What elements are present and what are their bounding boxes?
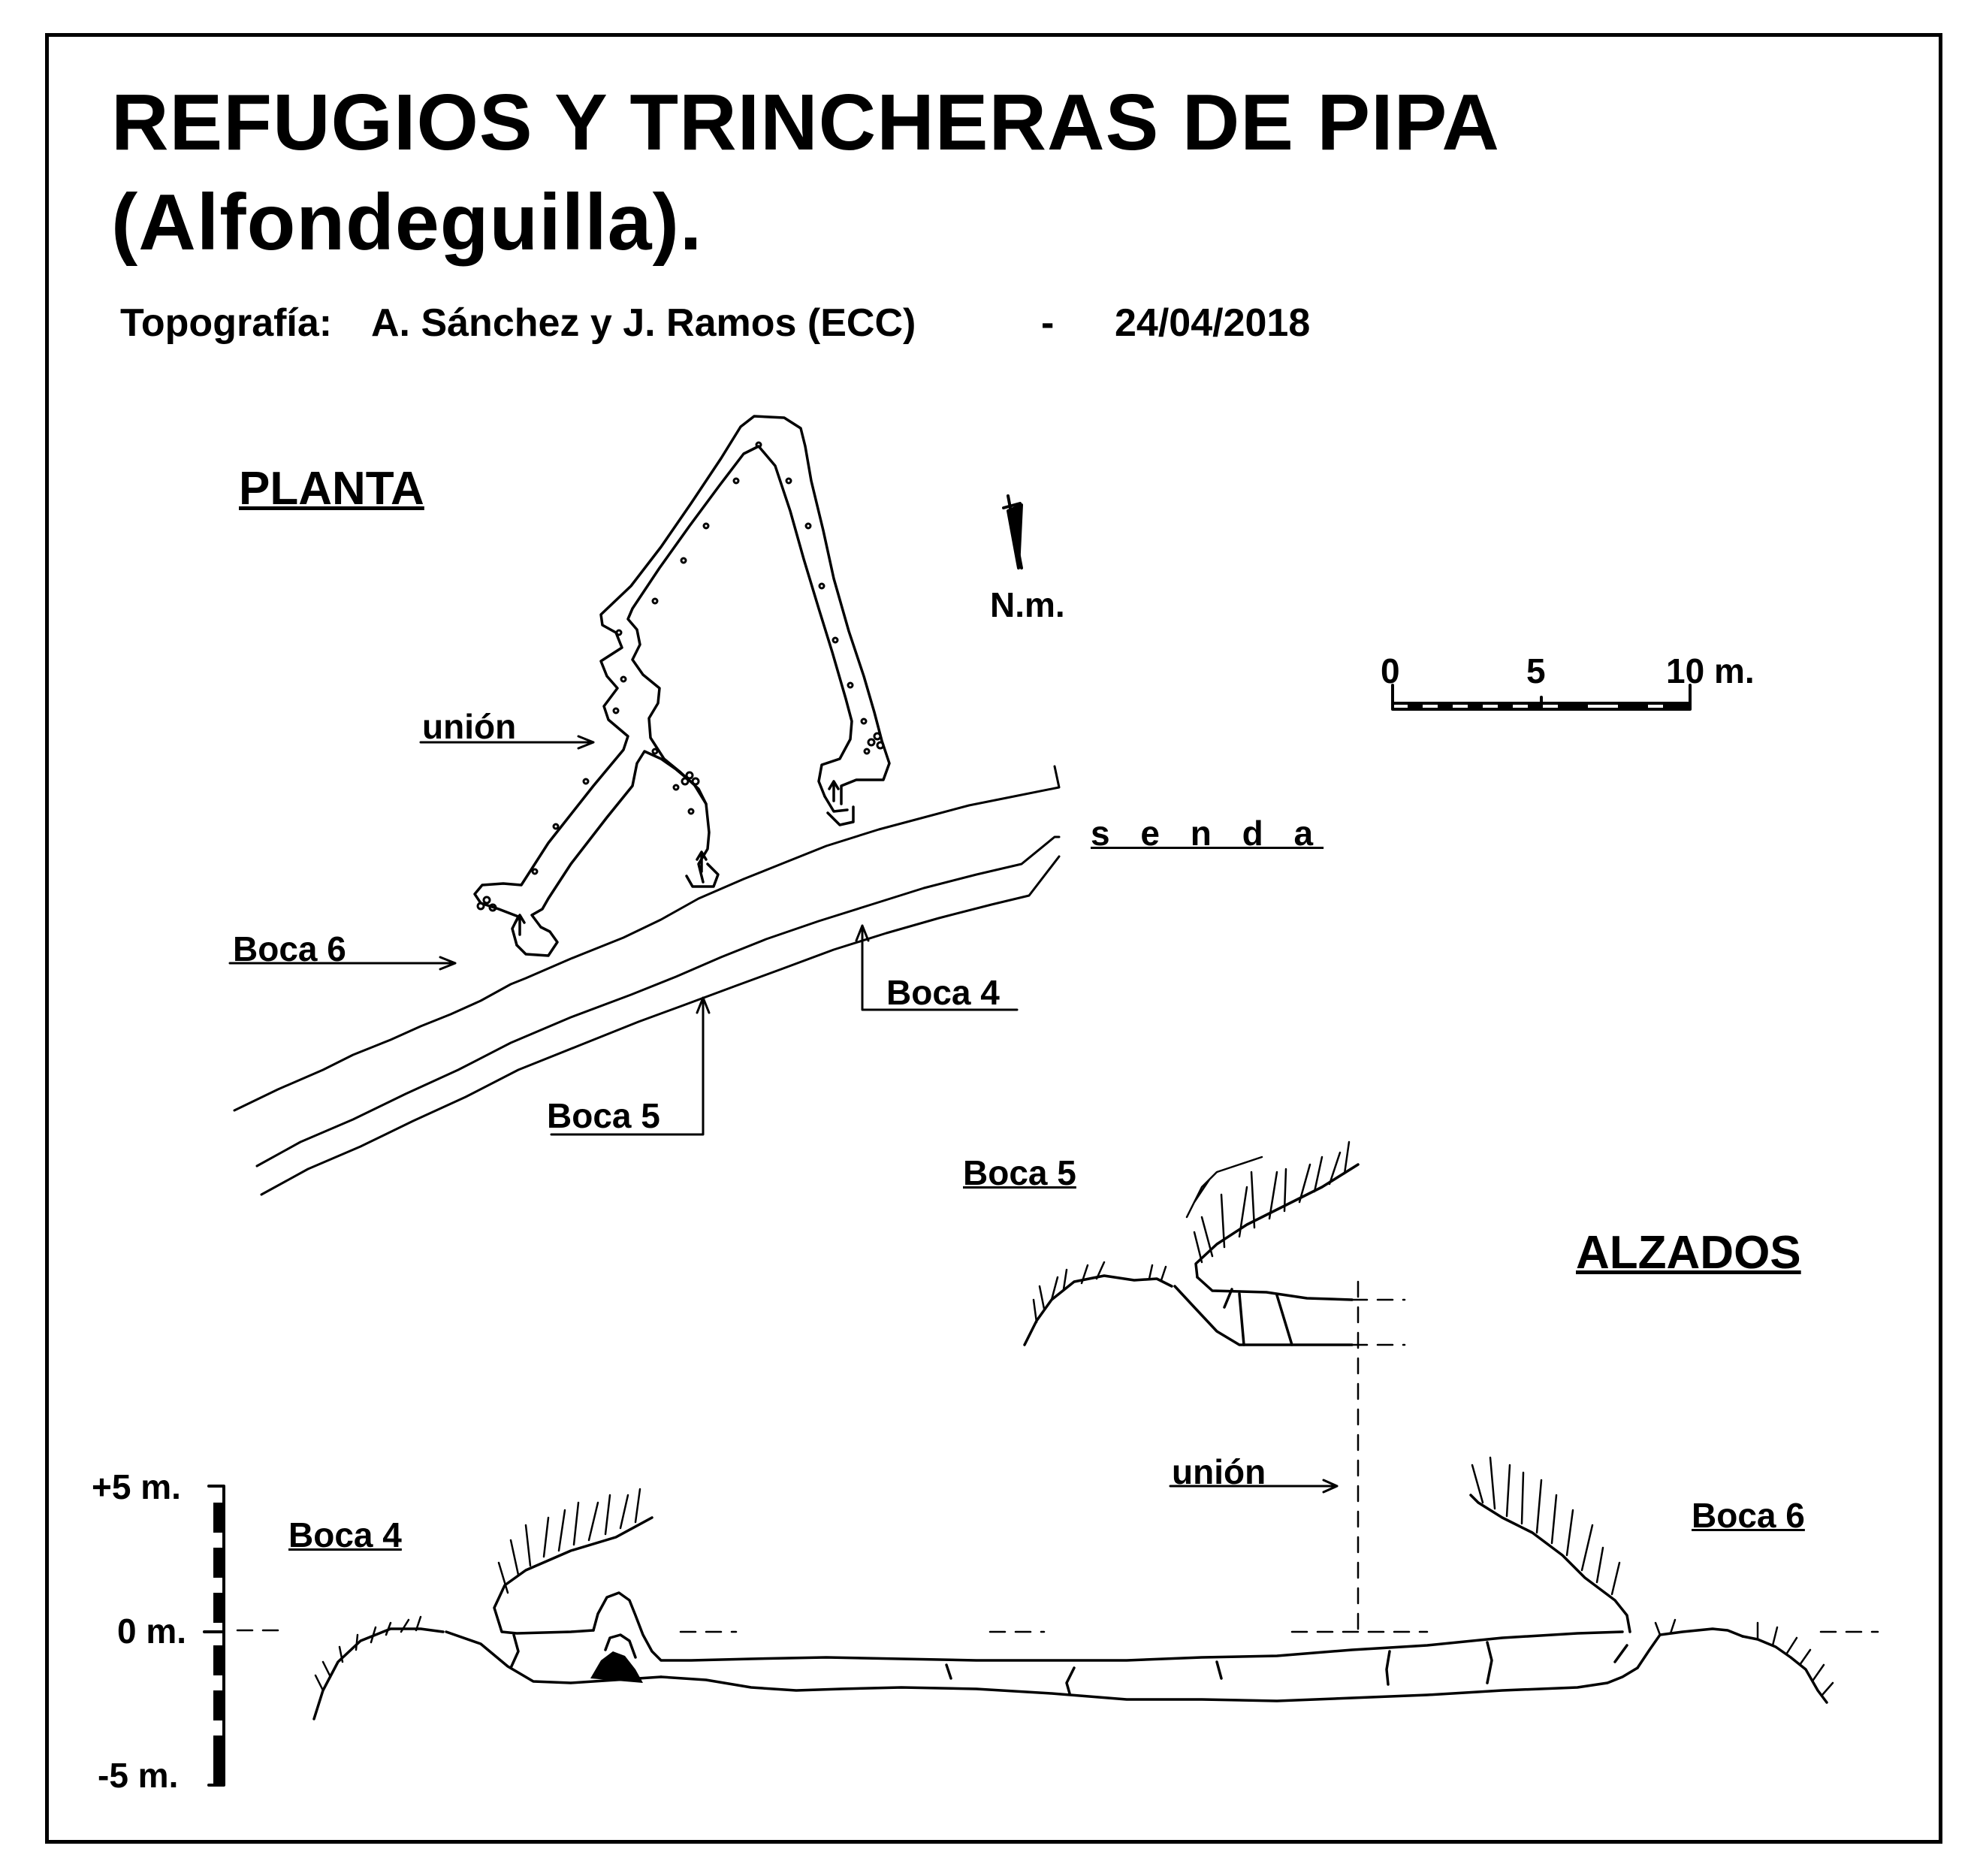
cave-plan: [473, 415, 891, 957]
scale-tick-0: 0: [1381, 651, 1400, 690]
plan-heading: PLANTA: [239, 463, 424, 515]
scale-tick-5: 5: [1526, 651, 1546, 690]
vscale-bottom: -5 m.: [98, 1756, 179, 1795]
plan-boca6-label: Boca 6: [233, 929, 346, 968]
elev-boca4-label: Boca 4: [288, 1515, 402, 1554]
credits-separator: -: [1041, 301, 1055, 345]
path-label: s e n d a: [1091, 814, 1324, 853]
title-line-1: REFUGIOS Y TRINCHERAS DE PIPA: [111, 78, 1500, 167]
vscale-zero: 0 m.: [117, 1612, 187, 1651]
vscale-top: +5 m.: [92, 1467, 181, 1506]
vertical-scale-fill: [213, 1503, 224, 1785]
plan-boca5-label: Boca 5: [547, 1096, 660, 1135]
north-arrow-icon: [1002, 494, 1023, 569]
gallery-stipple: [476, 441, 885, 912]
vegetation-boca5: [1032, 1140, 1351, 1324]
elevations-heading: ALZADOS: [1576, 1227, 1801, 1279]
plan-boca4-label: Boca 4: [886, 973, 1000, 1012]
scale-bar-fill: [1408, 703, 1690, 709]
elev-union-leader: [1169, 1479, 1339, 1494]
scale-tick-10: 10 m.: [1666, 651, 1755, 690]
elevation-main: [312, 1494, 1828, 1720]
map-frame: [45, 33, 1942, 1844]
elev-union-label: unión: [1172, 1452, 1266, 1491]
credits-authors: A. Sánchez y J. Ramos (ECC): [371, 301, 916, 345]
plan-union-label: unión: [422, 707, 517, 746]
elev-boca6-label: Boca 6: [1692, 1496, 1805, 1535]
elevation-rubble: [590, 1651, 643, 1683]
credits-label: Topografía:: [120, 301, 333, 345]
vegetation-main: [314, 1456, 1834, 1696]
elevation-boca5: [1023, 1163, 1360, 1346]
north-label: N.m.: [990, 585, 1065, 624]
title-line-2: (Alfondeguilla).: [111, 178, 703, 267]
datum-dashes: [236, 1280, 1879, 1639]
path-edges: [233, 765, 1061, 1196]
elev-boca5-label: Boca 5: [963, 1153, 1076, 1192]
credits-date: 24/04/2018: [1115, 301, 1311, 345]
plan-leaders: [228, 735, 1019, 1136]
